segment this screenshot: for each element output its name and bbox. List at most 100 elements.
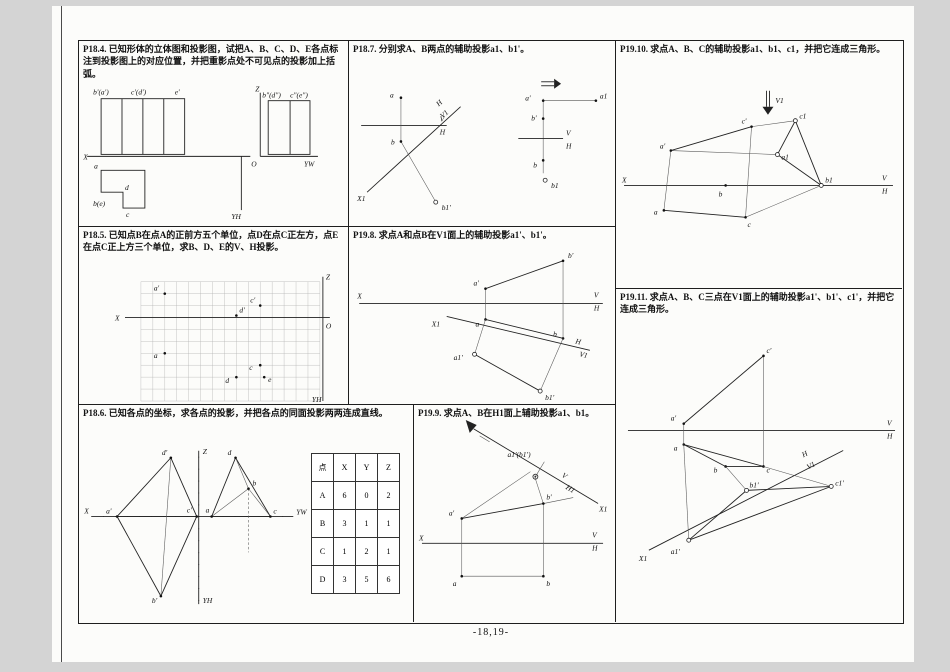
diagram-label: b xyxy=(391,137,395,146)
diagram-label: a1' xyxy=(671,547,680,556)
diagram-label: X xyxy=(418,533,424,542)
front-and-top-views xyxy=(87,98,251,211)
diagram-label: a xyxy=(206,506,210,515)
profile-view xyxy=(259,92,318,157)
diagram-label: c1 xyxy=(799,112,806,121)
problem-caption: P18.6. 已知各点的坐标，求各点的投影，并把各点的同面投影两两连成直线。 xyxy=(83,408,388,418)
coordinates-table: 点 X Y Z A 6 0 2 B 3 xyxy=(311,453,400,594)
diagram-label: V xyxy=(592,530,598,539)
problem-caption: P19.9. 求点A、B在H1面上辅助投影a1、b1。 xyxy=(418,408,595,418)
diagram-label: a xyxy=(674,444,678,453)
diagram-label: b xyxy=(533,160,537,169)
diagram-label: b"(d") xyxy=(262,91,281,100)
table-cell: 1 xyxy=(377,509,400,538)
diagram-label: Z xyxy=(255,85,260,94)
table-row: B 3 1 1 xyxy=(311,509,400,538)
diagram-label: H xyxy=(439,127,446,136)
diagram-label: b xyxy=(714,465,718,474)
diagram-label: a1' xyxy=(454,353,463,362)
page-binding-line xyxy=(61,6,62,662)
diagram-label: YH xyxy=(231,212,241,221)
diagram-label: a' xyxy=(154,284,160,293)
table-cell: 2 xyxy=(377,481,400,510)
diagram-label: a xyxy=(390,91,394,100)
diagram-label: a xyxy=(94,161,98,170)
diagram-label: O xyxy=(326,321,332,330)
diagram-label: c xyxy=(249,363,253,372)
diagram-label: a' xyxy=(671,414,677,423)
diagram-label: YH xyxy=(203,596,213,605)
diagram-label: b1' xyxy=(442,203,451,212)
problem-caption: P18.5. 已知点B在点A的正前方五个单位，点D在点C正左方，点E在点C正上方… xyxy=(83,230,339,253)
graph-grid xyxy=(140,281,321,402)
diagram-label: b' xyxy=(152,596,158,605)
page-number: -18,19- xyxy=(472,627,510,638)
panel-p19-8: P19.8. 求点A和点B在V1面上的辅助投影a1'、b1'。 xyxy=(349,227,616,405)
diagram-label: d xyxy=(225,376,229,385)
table-cell: 2 xyxy=(355,537,378,566)
diagram-label: V1 xyxy=(805,459,816,471)
diagram-label: c xyxy=(273,507,277,516)
diagram-label: c'(d') xyxy=(131,88,147,97)
diagram-label: X xyxy=(83,507,89,516)
diagram-label: b xyxy=(546,579,550,588)
diagram-label: b xyxy=(252,479,256,488)
diagram-label: b(e) xyxy=(93,199,105,208)
diagram-label: c xyxy=(126,210,130,219)
table-cell: D xyxy=(311,565,334,594)
diagram-label: H xyxy=(881,186,888,195)
table-cell: 6 xyxy=(333,481,356,510)
projection-figure xyxy=(359,259,603,340)
panel-p18-7: P18.7. 分别求A、B两点的辅助投影a1、b1'。 xyxy=(349,41,616,227)
auxiliary-axis xyxy=(465,419,599,504)
diagram-label: H xyxy=(886,432,893,441)
axes xyxy=(125,276,330,402)
diagram-label: X1 xyxy=(598,505,607,514)
direction-arrow xyxy=(762,90,774,115)
panel-p18-4: P18.4. 已知形体的立体图和投影图，试把A、B、C、D、E各点标注到投影图上… xyxy=(79,41,349,227)
diagram-label: X xyxy=(356,292,362,301)
problem-caption: P19.11. 求点A、B、C三点在V1面上的辅助投影a1'、b1'、c1'，并… xyxy=(620,292,895,315)
diagram-label: c xyxy=(748,220,752,229)
diagram-label: H xyxy=(591,543,598,552)
diagram-label: d' xyxy=(162,448,168,457)
diagram-label: b1 xyxy=(825,175,832,184)
left-figure xyxy=(115,456,199,598)
table-cell: C xyxy=(311,537,334,566)
diagram-label: V xyxy=(560,471,570,482)
left-construction xyxy=(361,96,461,205)
diagram-label: YW xyxy=(304,159,315,168)
page: P18.4. 已知形体的立体图和投影图，试把A、B、C、D、E各点标注到投影图上… xyxy=(52,6,914,662)
diagram-label: H xyxy=(593,304,600,313)
auxiliary-construction xyxy=(648,444,844,551)
table-cell: 5 xyxy=(355,565,378,594)
diagram-label: b1' xyxy=(545,393,554,402)
diagram-label: d xyxy=(228,448,232,457)
table-row: D 3 5 6 xyxy=(311,565,400,594)
table-cell: 6 xyxy=(377,565,400,594)
diagram-label: YH xyxy=(312,395,322,404)
diagram-label: b' xyxy=(531,114,537,123)
table-cell: 1 xyxy=(355,509,378,538)
table-cell: 3 xyxy=(333,509,356,538)
diagram-label: c' xyxy=(766,346,771,355)
diagram-label: b xyxy=(553,329,557,338)
diagram-label: V1 xyxy=(579,349,589,360)
diagram-label: H xyxy=(799,449,809,460)
diagram-label: YW xyxy=(296,507,307,516)
panel-p19-9: P19.9. 求点A、B在H1面上辅助投影a1、b1。 xyxy=(414,405,616,622)
table-row: C 1 2 1 xyxy=(311,537,400,566)
diagram-label: X1 xyxy=(638,554,647,563)
projection-figure xyxy=(627,354,896,468)
diagram-label: a1'(b1') xyxy=(508,450,532,459)
